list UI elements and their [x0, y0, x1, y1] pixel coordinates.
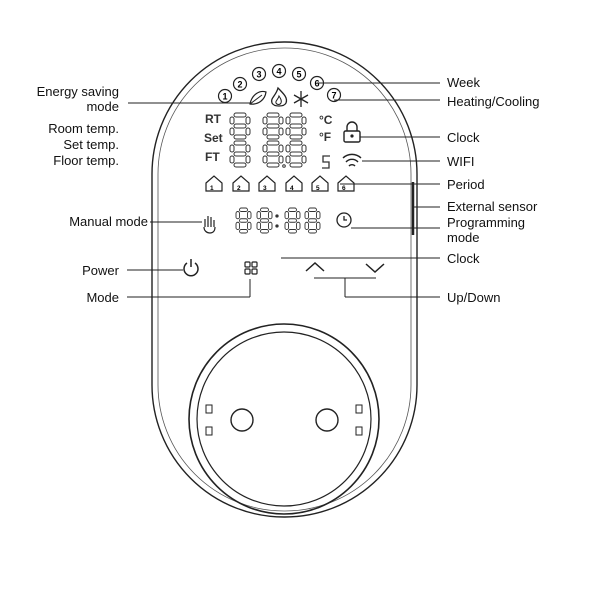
- label-wifi: WIFI: [447, 154, 475, 169]
- clock-digit-3: [284, 207, 301, 234]
- flame-icon: [270, 86, 288, 107]
- wifi-icon: [342, 153, 362, 167]
- clock-icon: [336, 212, 352, 228]
- period-icons: 1 2 3 4 5 6: [205, 175, 355, 192]
- clock-colon-dot: [275, 224, 279, 228]
- svg-text:4: 4: [276, 67, 281, 77]
- clock-digit-1: [235, 207, 252, 234]
- label-heating-cooling: Heating/Cooling: [447, 94, 540, 109]
- temp-digit-6: [285, 140, 307, 168]
- clock-digit-4: [304, 207, 321, 234]
- svg-text:1: 1: [222, 92, 227, 102]
- lcd-fahrenheit: °F: [319, 130, 331, 144]
- week-day-2: 2: [232, 76, 248, 92]
- leaf-icon: [249, 90, 267, 105]
- period-number-2: 2: [237, 185, 241, 192]
- mode-grid-icon[interactable]: [244, 261, 258, 275]
- device-outer-outline: [151, 41, 418, 518]
- lcd-ft: FT: [205, 150, 220, 164]
- chevron-up-icon[interactable]: [305, 261, 325, 272]
- label-set-temp: Set temp.: [63, 137, 119, 152]
- period-icon-4: 4: [285, 175, 303, 192]
- period-number-3: 3: [263, 185, 267, 192]
- week-day-7: 7: [326, 87, 342, 103]
- clock-colon-dot: [275, 214, 279, 218]
- chevron-down-icon[interactable]: [365, 263, 385, 274]
- svg-text:3: 3: [256, 70, 261, 80]
- period-number-6: 6: [342, 185, 346, 192]
- label-period: Period: [447, 177, 485, 192]
- period-icon-1: 1: [205, 175, 223, 192]
- power-socket: [188, 323, 380, 515]
- label-energy-saving: Energy saving mode: [36, 84, 119, 114]
- small-digit-5: [322, 155, 330, 169]
- device-inner-outline: [157, 47, 412, 512]
- clock-digits: [235, 207, 321, 234]
- label-power: Power: [82, 263, 119, 278]
- week-day-4: 4: [271, 63, 287, 79]
- period-number-5: 5: [316, 185, 320, 192]
- temperature-digits: [229, 112, 307, 168]
- label-external-sensor: External sensor: [447, 199, 538, 214]
- svg-text:2: 2: [237, 80, 242, 90]
- period-icon-2: 2: [232, 175, 250, 192]
- svg-text:5: 5: [296, 70, 301, 80]
- clock-digit-2: [256, 207, 273, 234]
- label-manual-mode: Manual mode: [69, 214, 148, 229]
- label-programming-mode: Programming mode: [447, 215, 526, 245]
- week-day-1: 1: [217, 88, 233, 104]
- period-icon-5: 5: [311, 175, 329, 192]
- lock-icon: [343, 121, 361, 143]
- leader-lines: [127, 82, 440, 298]
- temp-digit-5: [262, 140, 284, 168]
- label-up-down: Up/Down: [447, 290, 501, 305]
- label-room-temp: Room temp.: [48, 121, 119, 136]
- decimal-point: [282, 164, 286, 168]
- label-floor-temp: Floor temp.: [53, 153, 119, 168]
- temp-digit-1: [229, 112, 251, 140]
- lcd-rt: RT: [205, 112, 222, 126]
- lcd-celsius: °C: [319, 113, 333, 127]
- snowflake-icon: [293, 91, 309, 107]
- period-number-1: 1: [210, 185, 214, 192]
- hand-icon: [203, 216, 216, 234]
- period-icon-3: 3: [258, 175, 276, 192]
- lcd-set: Set: [204, 131, 223, 145]
- label-clock: Clock: [447, 251, 480, 266]
- label-week: Week: [447, 75, 480, 90]
- label-clock-lock: Clock: [447, 130, 480, 145]
- week-day-3: 3: [251, 66, 267, 82]
- week-day-5: 5: [291, 66, 307, 82]
- period-number-4: 4: [290, 185, 294, 192]
- temp-digit-3: [285, 112, 307, 140]
- svg-text:7: 7: [331, 91, 336, 101]
- power-icon[interactable]: [183, 259, 199, 277]
- period-icon-6: 6: [337, 175, 355, 192]
- temp-digit-4: [229, 140, 251, 168]
- label-mode: Mode: [86, 290, 119, 305]
- temp-digit-2: [262, 112, 284, 140]
